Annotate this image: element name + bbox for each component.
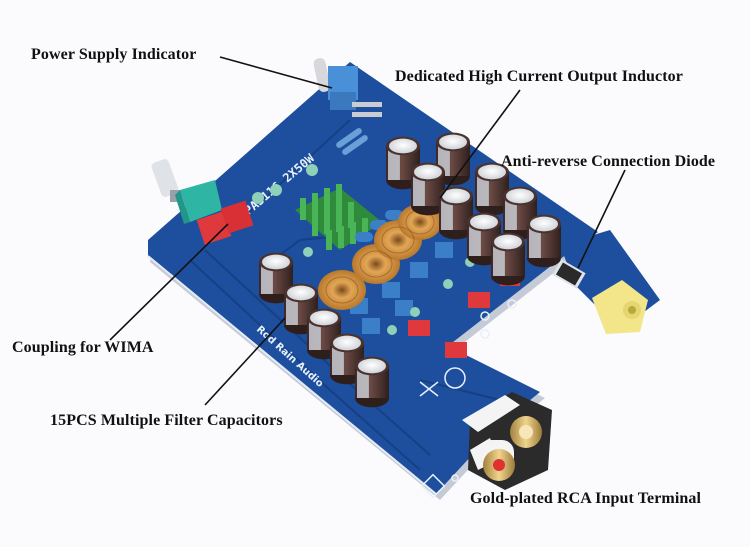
dc-jack <box>592 280 648 334</box>
anti-reverse-diode <box>552 259 586 289</box>
electrolytic-capacitor <box>475 162 509 216</box>
leader-output-inductor <box>439 89 521 199</box>
filter-capacitors-right <box>386 132 561 286</box>
annotation-power-supply-indicator: Power Supply Indicator <box>31 46 197 63</box>
annotation-output-inductor: Dedicated High Current Output Inductor <box>395 68 683 85</box>
leader-diode <box>577 169 626 269</box>
ceramic-capacitors <box>252 164 475 335</box>
pcb-board <box>147 62 660 500</box>
filter-capacitors-left <box>259 252 389 408</box>
rca-input-terminals <box>462 392 552 490</box>
film-capacitors <box>320 210 453 334</box>
resistors <box>336 128 368 155</box>
silkscreen-marks <box>419 299 517 499</box>
electrolytic-capacitor <box>411 162 445 216</box>
electrolytic-capacitor <box>491 232 525 286</box>
leader-wima <box>109 223 229 341</box>
annotation-anti-reverse-diode: Anti-reverse Connection Diode <box>501 153 716 170</box>
leader-lines <box>109 56 626 406</box>
annotation-filter-capacitors: 15PCS Multiple Filter Capacitors <box>50 412 283 429</box>
electrolytic-capacitor <box>355 356 389 408</box>
electrolytic-capacitor <box>439 186 473 240</box>
annotation-rca-input: Gold-plated RCA Input Terminal <box>470 490 702 507</box>
leader-power-indicator <box>219 56 333 89</box>
leader-filter-caps <box>204 317 286 406</box>
annotation-coupling-wima: Coupling for WIMA <box>12 339 154 356</box>
wima-coupling-capacitors <box>196 200 520 358</box>
electrolytic-capacitor <box>527 214 561 268</box>
volume-potentiometer <box>151 159 222 224</box>
